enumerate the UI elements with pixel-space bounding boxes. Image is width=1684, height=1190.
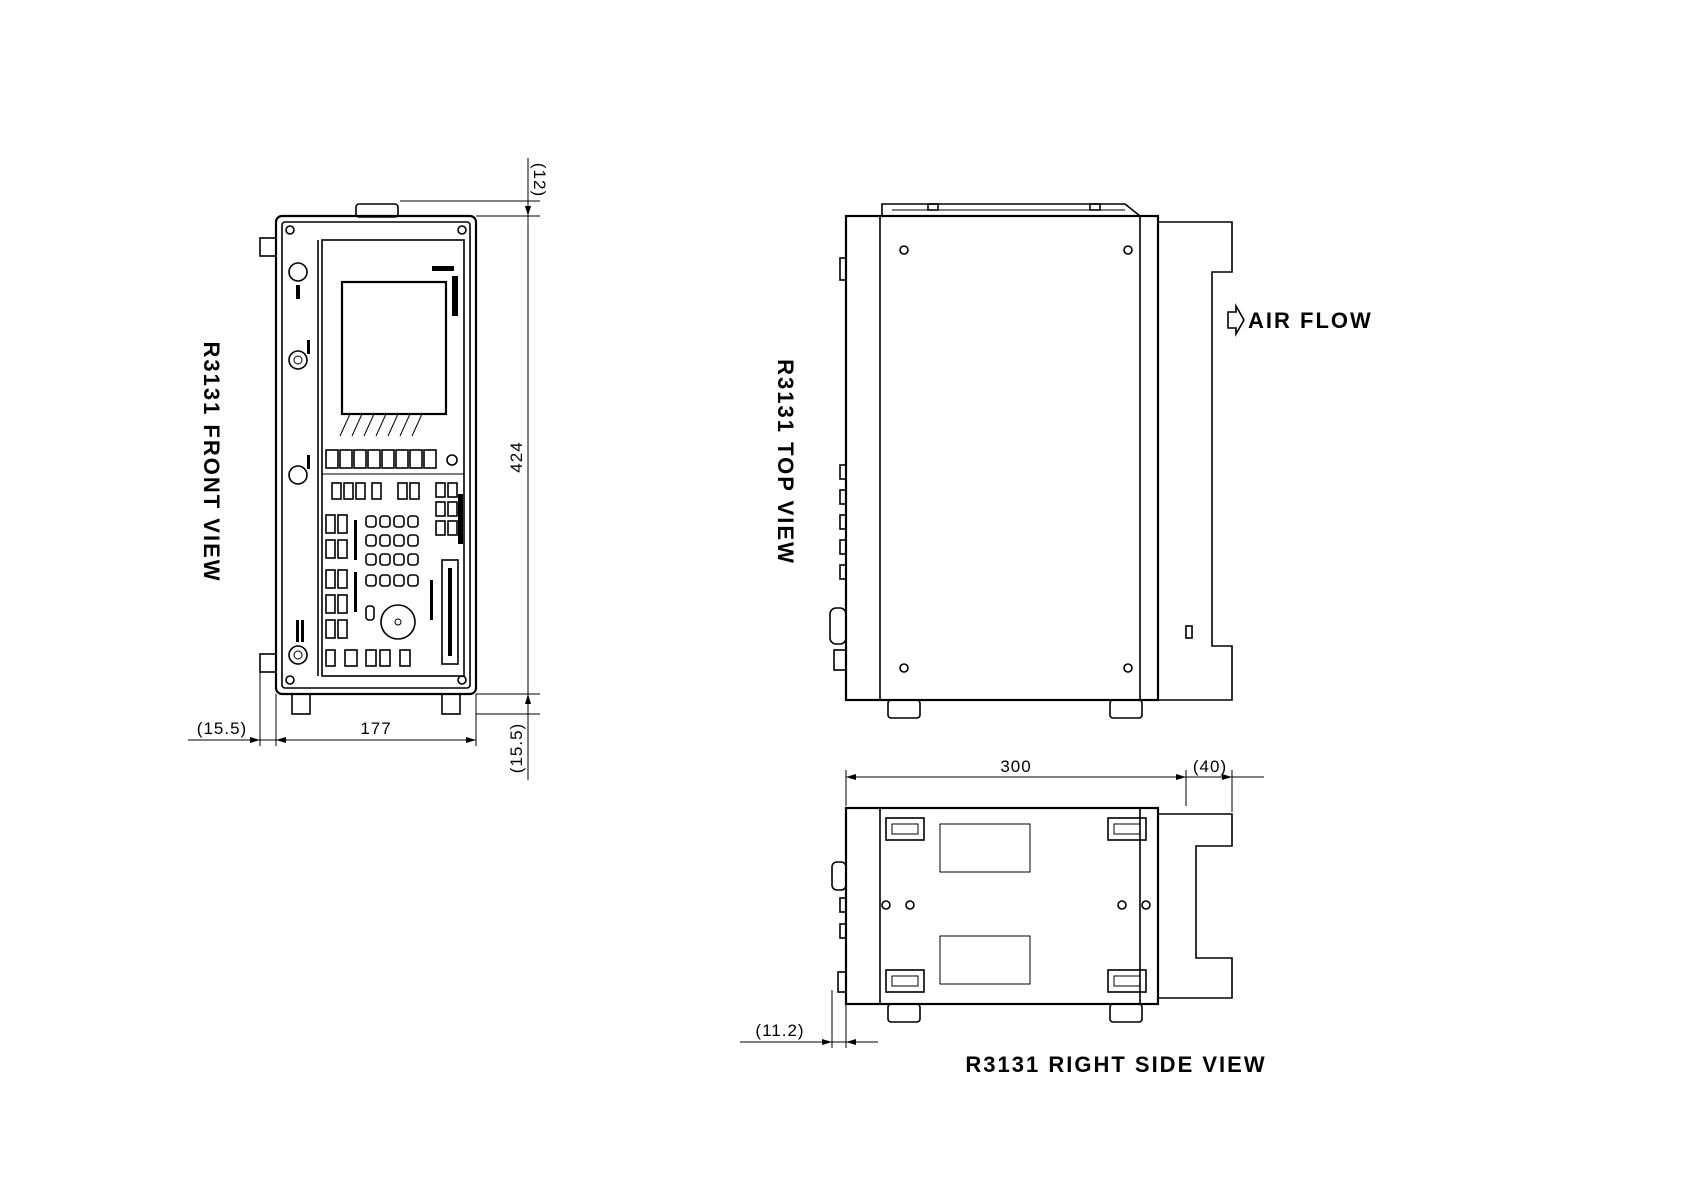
side-rear-dimension: (40) bbox=[1193, 757, 1227, 776]
front-height-dimension: 424 bbox=[507, 441, 526, 472]
front-view bbox=[188, 158, 540, 780]
front-top-dimension: (12) bbox=[530, 163, 549, 197]
top-view-title: R3131 TOP VIEW bbox=[773, 359, 798, 565]
side-view bbox=[740, 770, 1264, 1048]
air-flow-arrow-icon bbox=[1228, 306, 1244, 334]
side-view-title: R3131 RIGHT SIDE VIEW bbox=[965, 1052, 1266, 1077]
front-left-dimension: (15.5) bbox=[197, 719, 247, 738]
side-depth-dimension: 300 bbox=[1000, 757, 1031, 776]
upper-vent-grid bbox=[940, 824, 1030, 872]
front-bottom-dimension: (15.5) bbox=[507, 723, 526, 773]
air-flow-label: AIR FLOW bbox=[1248, 308, 1373, 333]
lower-vent-grid bbox=[940, 936, 1030, 984]
front-view-title: R3131 FRONT VIEW bbox=[199, 341, 224, 582]
front-width-dimension: 177 bbox=[360, 719, 391, 738]
side-front-dimension: (11.2) bbox=[755, 1021, 804, 1040]
top-view bbox=[830, 204, 1244, 718]
